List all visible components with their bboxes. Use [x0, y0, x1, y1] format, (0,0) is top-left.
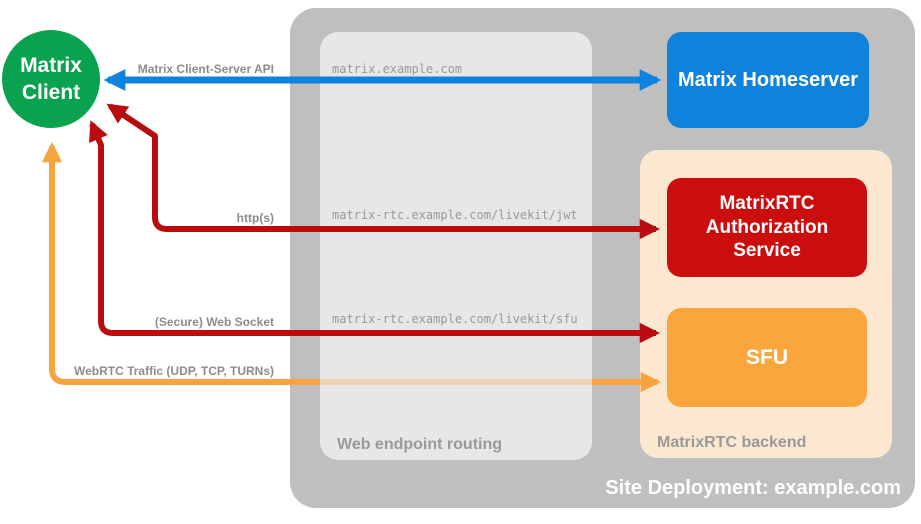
client-label-line1: Matrix: [20, 53, 82, 77]
homeserver-label: Matrix Homeserver: [677, 68, 859, 91]
node-sfu: SFU: [667, 308, 867, 407]
node-matrix-homeserver: Matrix Homeserver: [667, 32, 869, 128]
label-client-server-api: Matrix Client-Server API: [137, 62, 274, 76]
node-matrix-client: Matrix Client: [2, 30, 100, 128]
sfu-label: SFU: [746, 345, 788, 369]
endpoint-livekit-sfu: matrix-rtc.example.com/livekit/sfu: [332, 312, 578, 326]
label-matrixrtc-backend: MatrixRTC backend: [657, 434, 807, 451]
arrow-webrtc-client-segment: [41, 141, 320, 385]
endpoint-livekit-jwt: matrix-rtc.example.com/livekit/jwt: [332, 208, 578, 222]
label-https: http(s): [236, 211, 274, 225]
label-site-deployment: Site Deployment: example.com: [605, 477, 901, 499]
client-label-line2: Client: [21, 81, 81, 104]
authorization-service-label: MatrixRTC Authorization Service: [705, 192, 829, 262]
label-webrtc-traffic: WebRTC Traffic (UDP, TCP, TURNs): [73, 364, 274, 378]
label-web-endpoint-routing: Web endpoint routing: [337, 436, 503, 453]
label-websocket: (Secure) Web Socket: [154, 315, 274, 329]
web-endpoint-routing-box: [320, 32, 592, 460]
endpoint-matrix: matrix.example.com: [332, 62, 463, 76]
node-matrixrtc-authorization-service: MatrixRTC Authorization Service: [667, 178, 867, 277]
